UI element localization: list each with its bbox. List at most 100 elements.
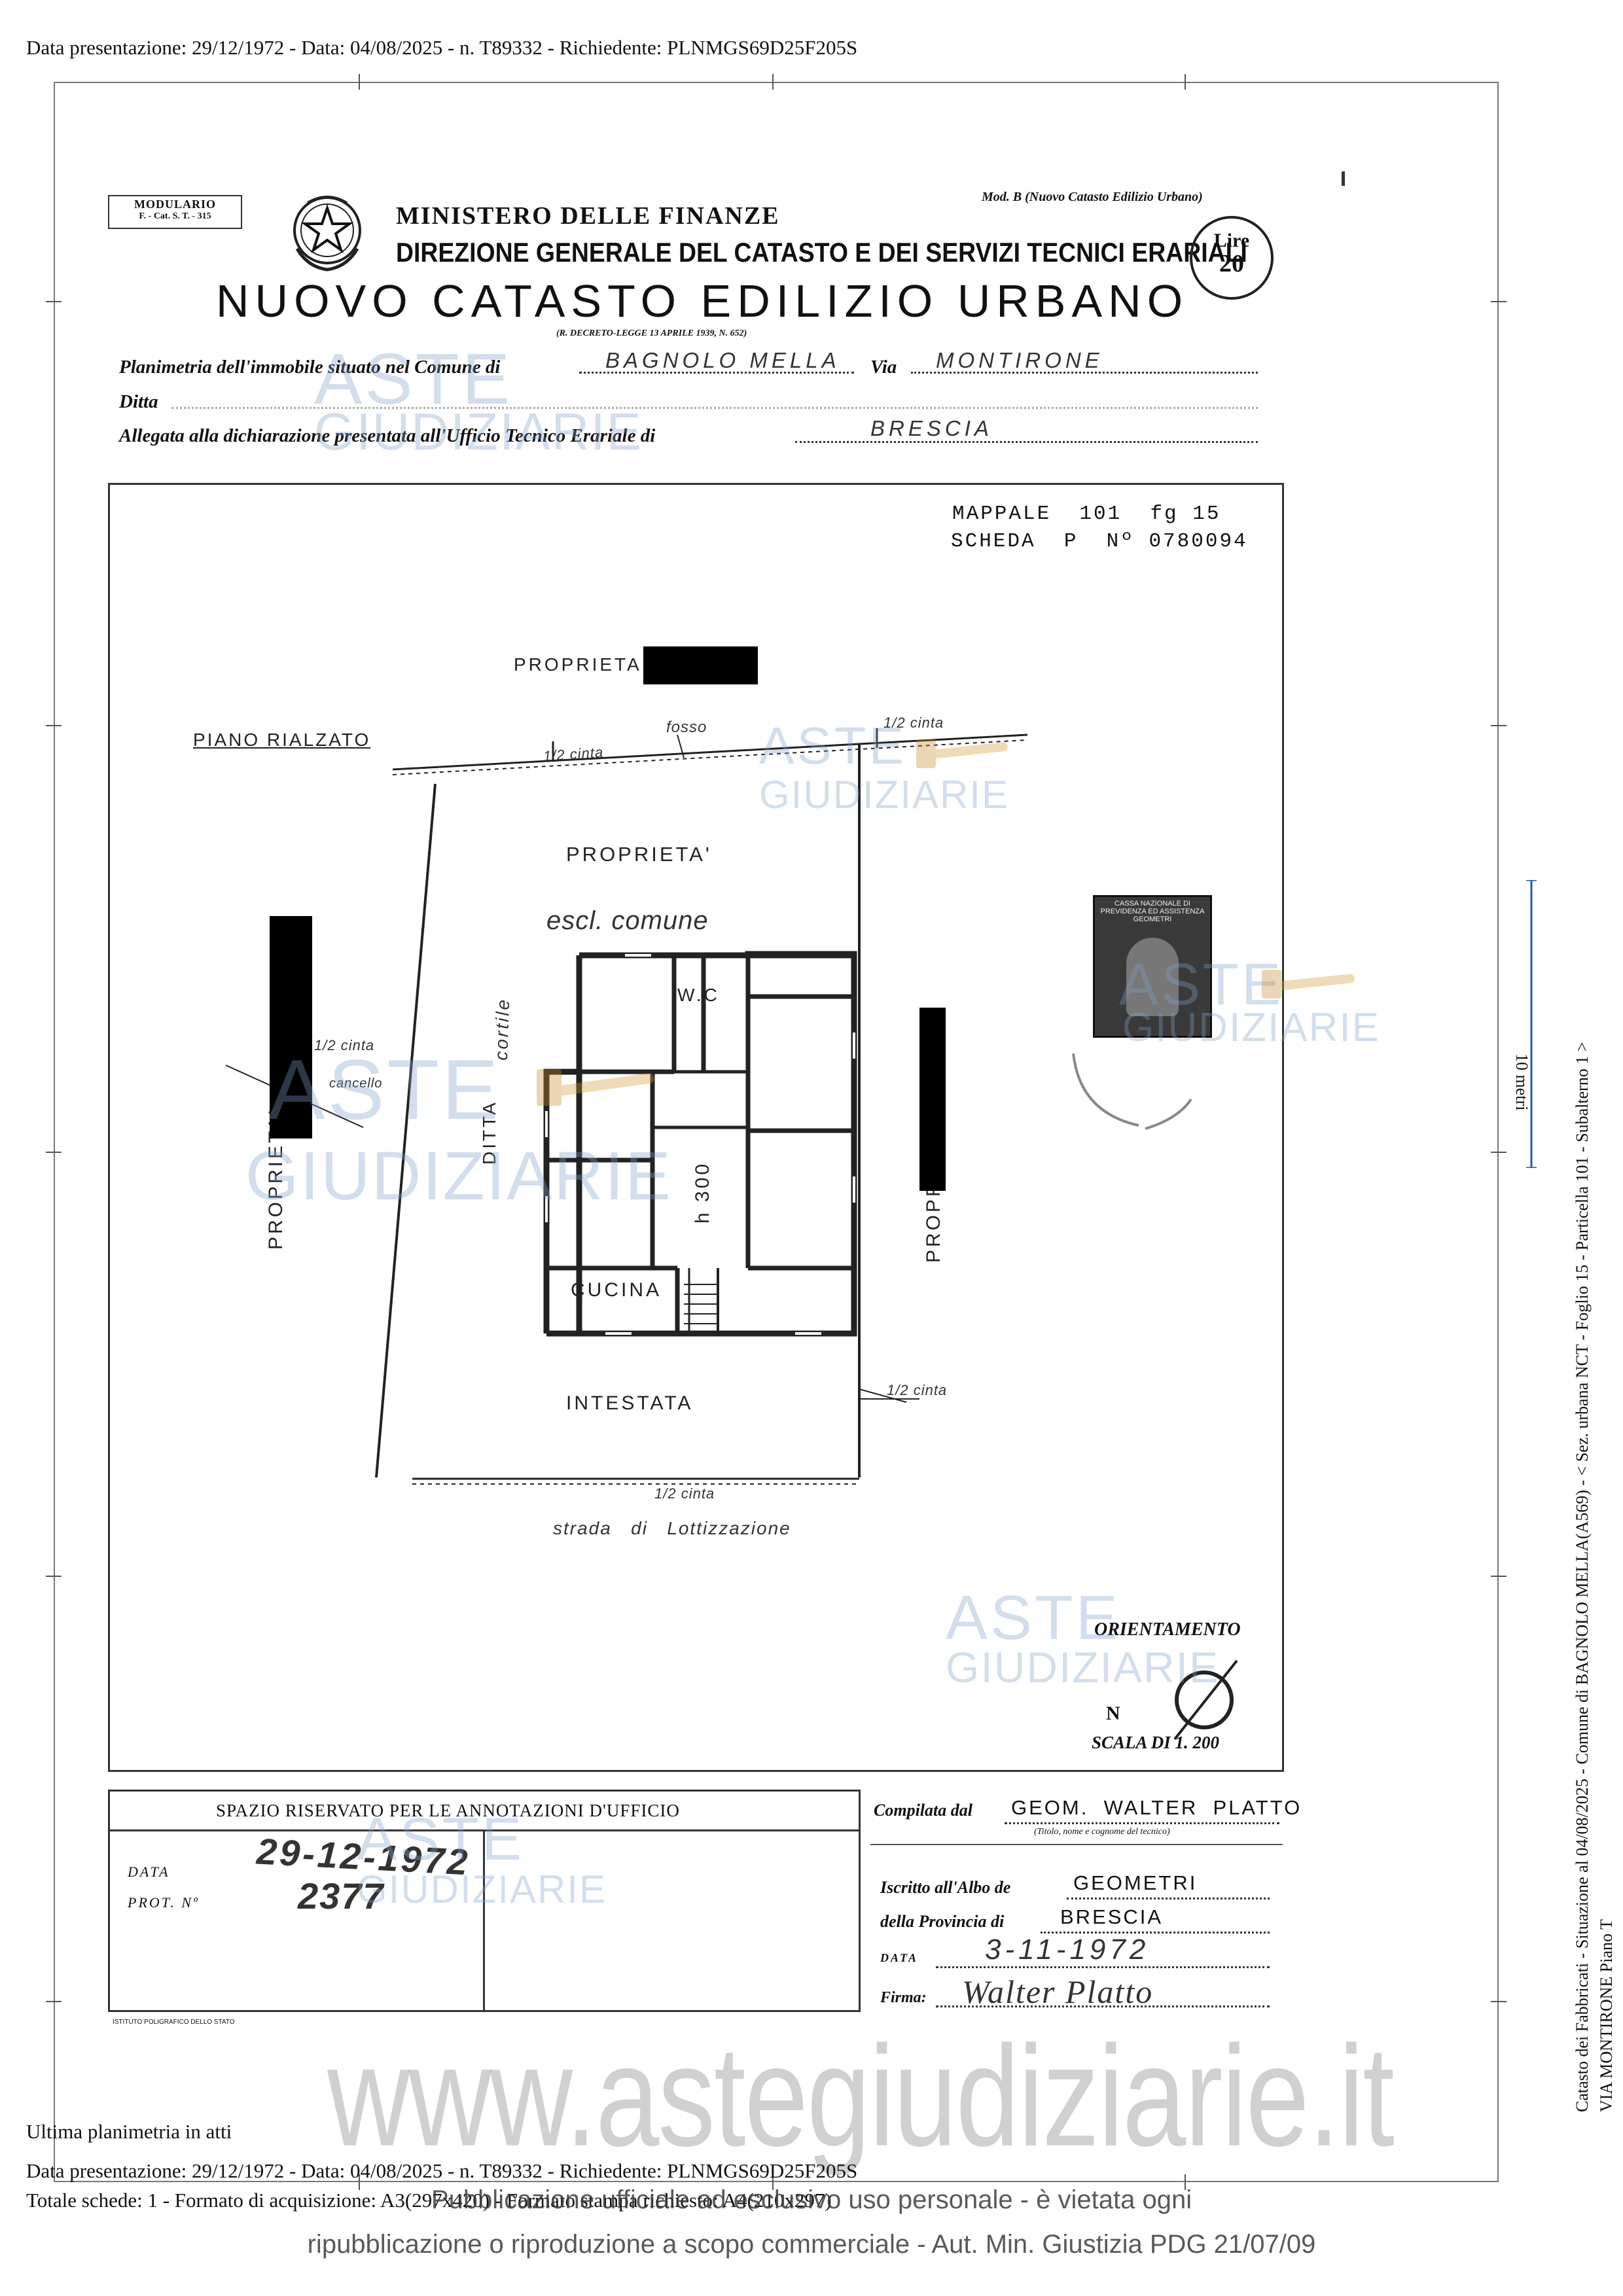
frame-tick	[1491, 725, 1507, 726]
office-data-label: DATA	[128, 1863, 170, 1880]
label-proprieta-top: PROPRIETA	[514, 654, 642, 675]
piano-label: PIANO RIALZATO	[193, 730, 371, 750]
direction-title: DIREZIONE GENERALE DEL CATASTO E DEI SER…	[396, 237, 1247, 268]
watermark-giudiziarie: GIUDIZIARIE	[946, 1643, 1220, 1691]
floor-plan-frame	[108, 483, 1284, 1772]
frame-tick	[1185, 2174, 1186, 2190]
frame-tick	[1491, 2001, 1507, 2002]
compilata-label: Compilata dal	[874, 1801, 972, 1820]
label-height: h 300	[692, 1161, 713, 1224]
watermark-aste: ASTE	[268, 1042, 501, 1137]
office-column-divider	[483, 1831, 485, 2010]
label-mezzo-cinta-5: 1/2 cinta	[654, 1485, 715, 1502]
firma-dotline	[936, 2005, 1270, 2007]
via-label: Via	[870, 357, 897, 378]
revenue-stamp-text: CASSA NAZIONALE DI PREVIDENZA ED ASSISTE…	[1100, 900, 1205, 923]
label-mezzo-cinta-4: 1/2 cinta	[887, 1382, 948, 1398]
label-proprieta-inner: PROPRIETA'	[566, 843, 712, 866]
watermark-giudiziarie: GIUDIZIARIE	[245, 1138, 673, 1214]
compilata-value: GEOM. WALTER PLATTO	[1011, 1796, 1302, 1819]
gavel-watermark-icon	[903, 733, 1034, 785]
frame-tick	[772, 74, 774, 90]
compiler-data-dotline	[936, 1966, 1270, 1968]
frame-tick	[359, 74, 360, 90]
printer-credit: ISTITUTO POLIGRAFICO DELLO STATO	[113, 2019, 235, 2026]
redaction-block	[270, 916, 312, 1139]
lire-stamp: Lire 20	[1190, 216, 1274, 300]
comune-dotline	[579, 372, 854, 374]
decree-reference: (R. DECRETO-LEGGE 13 APRILE 1939, N. 652…	[556, 328, 747, 338]
redaction-block	[643, 646, 758, 684]
revenue-stamp: CASSA NAZIONALE DI PREVIDENZA ED ASSISTE…	[1093, 895, 1212, 1038]
watermark-aste: ASTE	[1119, 952, 1284, 1017]
label-intestata: INTESTATA	[566, 1392, 694, 1414]
modulario-title: MODULARIO	[134, 198, 216, 211]
firma-label: Firma:	[880, 1989, 927, 2006]
planimetria-label: Planimetria dell'immobile situato nel Co…	[119, 357, 501, 378]
scheda-line: SCHEDA P Nº 0780094	[951, 530, 1248, 553]
frame-tick	[46, 1576, 62, 1577]
watermark-site-url: www.astegiudiziarie.it	[327, 2017, 1395, 2177]
office-prot-label: PROT. Nº	[128, 1894, 200, 1911]
floor-plan-drawing	[108, 483, 1284, 1772]
watermark-aste: ASTE	[759, 716, 906, 775]
office-title: SPAZIO RISERVATO PER LE ANNOTAZIONI D'UF…	[216, 1801, 680, 1820]
footer-format-line: Totale schede: 1 - Formato di acquisizio…	[26, 2189, 832, 2212]
watermark-notice-2: ripubblicazione o riproduzione a scopo c…	[307, 2230, 1316, 2259]
label-wc: W.C	[677, 985, 720, 1005]
provincia-label: della Provincia di	[880, 1912, 1005, 1931]
frame-tick	[1491, 1152, 1507, 1153]
orientamento-label: ORIENTAMENTO	[1094, 1619, 1241, 1640]
frame-tick	[46, 1152, 62, 1153]
gavel-watermark-icon	[1250, 962, 1374, 1014]
signature: Walter Platto	[962, 1973, 1154, 2010]
side-cadastral-line: Catasto dei Fabbricati - Situazione al 0…	[1573, 1042, 1592, 2113]
footer-submission-line: Data presentazione: 29/12/1972 - Data: 0…	[26, 2159, 858, 2182]
watermark-giudiziarie: GIUDIZIARIE	[314, 402, 643, 461]
label-cancello: cancello	[329, 1076, 383, 1091]
redaction-block	[919, 1008, 946, 1191]
frame-tick	[772, 2174, 774, 2190]
frame-tick	[1491, 1576, 1507, 1577]
compilata-sub: (Titolo, nome e cognome del tecnico)	[1034, 1827, 1170, 1837]
scale-bar-label: 10 metri	[1512, 1053, 1531, 1111]
iscritto-label: Iscritto all'Albo de	[880, 1878, 1011, 1897]
frame-tick	[359, 2174, 360, 2190]
provincia-value: BRESCIA	[1060, 1905, 1164, 1928]
frame-tick	[1491, 301, 1507, 302]
mappale-line: MAPPALE 101 fg 15	[952, 503, 1221, 525]
side-address-line: VIA MONTIRONE Piano T	[1597, 1919, 1616, 2112]
main-title: NUOVO CATASTO EDILIZIO URBANO	[216, 275, 1189, 327]
scale-bar	[1525, 879, 1538, 1169]
compilata-dotline	[1005, 1822, 1279, 1824]
portrait-icon	[1126, 938, 1179, 1016]
watermark-notice-1: Pubblicazione ufficiale ad esclusivo uso…	[431, 2185, 1192, 2214]
compiler-data-value: 3-11-1972	[985, 1934, 1150, 1966]
label-cucina: CUCINA	[571, 1279, 662, 1301]
watermark-aste: ASTE	[357, 1806, 525, 1873]
iscritto-dotline	[1067, 1898, 1270, 1899]
provincia-dotline	[1041, 1932, 1270, 1934]
watermark-giudiziarie: GIUDIZIARIE	[1122, 1005, 1381, 1050]
compiler-data-label: DATA	[880, 1951, 919, 1964]
form-mark	[1342, 171, 1345, 186]
watermark-giudiziarie: GIUDIZIARIE	[759, 773, 1010, 817]
header-submission-line: Data presentazione: 29/12/1972 - Data: 0…	[26, 36, 858, 59]
ditta-dotline	[171, 407, 1258, 409]
label-mezzo-cinta-3: 1/2 cinta	[314, 1037, 375, 1053]
via-dotline	[911, 372, 1258, 374]
frame-tick	[46, 725, 62, 726]
ditta-label: Ditta	[119, 391, 158, 412]
frame-tick	[46, 301, 62, 302]
watermark-aste: ASTE	[314, 339, 513, 419]
office-prot-value: 2377	[298, 1875, 385, 1916]
model-label: Mod. B (Nuovo Catasto Edilizio Urbano)	[982, 190, 1203, 204]
watermark-aste: ASTE	[946, 1583, 1120, 1653]
label-esclusiva: escl. comune	[546, 906, 709, 935]
watermark-giudiziarie: GIUDIZIARIE	[357, 1867, 607, 1911]
republic-emblem-icon	[288, 190, 366, 275]
office-annotation-box	[108, 1790, 861, 2012]
office-title-rule	[110, 1829, 859, 1831]
postmark-icon	[1060, 1014, 1204, 1145]
gavel-watermark-icon	[524, 1060, 681, 1125]
